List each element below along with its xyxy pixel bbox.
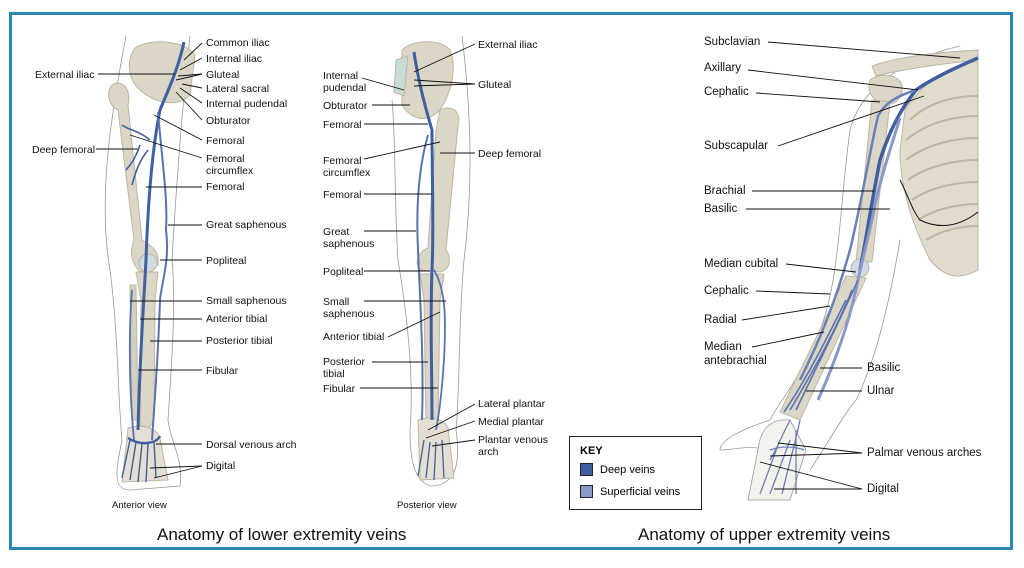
deep-vein-femoral: [136, 41, 186, 431]
anterior-view-caption: Anterior view: [112, 500, 167, 511]
deep-femoral-branches: [121, 124, 151, 186]
label-palmar-venous-arches: Palmar venous arches: [867, 447, 982, 459]
sacrum: [393, 55, 409, 97]
key-item-deep-veins: Deep veins: [580, 463, 655, 476]
label-popliteal: Popliteal: [323, 266, 364, 278]
small-saphenous-vein: [128, 289, 135, 441]
label-cephalic-2: Cephalic: [704, 285, 749, 297]
label-small-saphenous: Small saphenous: [206, 295, 287, 307]
label-plantar-venous-arch: Plantar venous arch: [478, 434, 549, 458]
label-great-saphenous: Great saphenous: [323, 226, 375, 250]
posterior-leg: [360, 35, 476, 487]
label-common-iliac: Common iliac: [206, 37, 270, 49]
upper-leader-lines: [741, 41, 961, 490]
label-axillary: Axillary: [704, 62, 742, 74]
leg-skin-outline: [391, 35, 471, 487]
label-medial-plantar: Medial plantar: [478, 416, 544, 428]
clavicle: [871, 49, 979, 77]
label-external-iliac: External iliac: [35, 69, 95, 81]
key-item-label: Superficial veins: [600, 485, 681, 498]
label-deep-femoral: Deep femoral: [32, 144, 96, 156]
cephalic-vein: [798, 88, 917, 381]
superficial-veins-swatch: [580, 485, 593, 498]
label-internal-pudendal: Internal pudendal: [323, 70, 367, 94]
key-item-label: Deep veins: [600, 463, 656, 476]
label-basilic: Basilic: [704, 203, 738, 215]
label-posterior-tibial: Posterior tibial: [206, 335, 273, 347]
label-obturator: Obturator: [206, 115, 251, 127]
great-saphenous-vein: [416, 134, 429, 421]
label-median-antebrachial: Median antebrachial: [704, 341, 767, 367]
thoracic-outline: [899, 179, 979, 226]
anterior-leg: [96, 35, 203, 491]
label-great-saphenous: Great saphenous: [206, 219, 287, 231]
humerus: [855, 99, 891, 263]
small-saphenous-vein: [433, 269, 446, 431]
label-femoral: Femoral: [206, 135, 245, 147]
foot-bones: [121, 425, 169, 483]
femur-bone: [416, 107, 460, 273]
leg-skin-outline: [104, 35, 191, 491]
forearm-veins: [783, 279, 859, 413]
scapula-humeral-head: [868, 74, 903, 105]
label-anterior-tibial: Anterior tibial: [206, 313, 268, 325]
pelvis-bone: [401, 41, 454, 119]
basilic-vein: [816, 117, 902, 401]
label-digital: Digital: [867, 483, 899, 495]
label-internal-pudendal: Internal pudendal: [206, 98, 288, 110]
label-femoral-2: Femoral: [206, 181, 245, 193]
label-obturator: Obturator: [323, 100, 368, 112]
label-popliteal: Popliteal: [206, 255, 247, 267]
label-lateral-plantar: Lateral plantar: [478, 398, 546, 410]
label-gluteal: Gluteal: [478, 79, 512, 91]
label-internal-iliac: Internal iliac: [206, 53, 263, 65]
label-subclavian: Subclavian: [704, 36, 761, 48]
hand: [747, 419, 807, 501]
label-fibular: Fibular: [323, 383, 356, 395]
digital-veins: [417, 439, 445, 481]
great-saphenous-vein: [151, 111, 169, 441]
pelvis-bone: [128, 41, 196, 104]
label-femoral: Femoral: [323, 119, 362, 131]
label-lateral-sacral: Lateral sacral: [206, 83, 270, 95]
label-femoral-2: Femoral: [323, 189, 362, 201]
lower-extremity-title: Anatomy of lower extremity veins: [157, 525, 407, 544]
label-small-saphenous: Small saphenous: [323, 296, 375, 320]
key-item-superficial-veins: Superficial veins: [580, 485, 680, 498]
upper-arm: [719, 41, 979, 501]
digital-veins: [121, 439, 157, 483]
label-anterior-tibial: Anterior tibial: [323, 331, 385, 343]
label-median-cubital: Median cubital: [704, 258, 779, 270]
label-cephalic: Cephalic: [704, 86, 749, 98]
legend-key: KEY Deep veins Superficial veins: [569, 436, 702, 510]
deep-veins-swatch: [580, 463, 593, 476]
label-deep-femoral: Deep femoral: [478, 148, 542, 160]
label-subscapular: Subscapular: [704, 140, 768, 152]
subclavian-axillary-vein: [858, 56, 979, 271]
tibia-bone: [135, 271, 159, 431]
label-dorsal-venous-arch: Dorsal venous arch: [206, 439, 297, 451]
label-basilic-2: Basilic: [867, 362, 901, 374]
label-digital: Digital: [206, 460, 236, 472]
posterior-leader-lines: [360, 43, 476, 447]
label-posterior-tibial: Posterior tibial: [323, 356, 366, 380]
label-radial: Radial: [704, 314, 737, 326]
label-brachial: Brachial: [704, 185, 746, 197]
label-fibular: Fibular: [206, 365, 239, 377]
label-external-iliac: External iliac: [478, 39, 538, 51]
anterior-leader-lines: [96, 42, 203, 479]
label-ulnar: Ulnar: [867, 385, 895, 397]
dorsal-venous-arch: [127, 435, 162, 445]
ribs: [905, 95, 979, 241]
label-femoral-circumflex: Femoral circumflex: [323, 155, 371, 179]
label-femoral-circumflex: Femoral circumflex: [206, 153, 254, 177]
patella: [138, 253, 158, 273]
posterior-view-caption: Posterior view: [397, 500, 457, 511]
key-title: KEY: [580, 445, 603, 457]
deep-vein-femoral: [412, 51, 435, 421]
label-gluteal: Gluteal: [206, 69, 240, 81]
upper-extremity-title: Anatomy of upper extremity veins: [638, 525, 891, 544]
